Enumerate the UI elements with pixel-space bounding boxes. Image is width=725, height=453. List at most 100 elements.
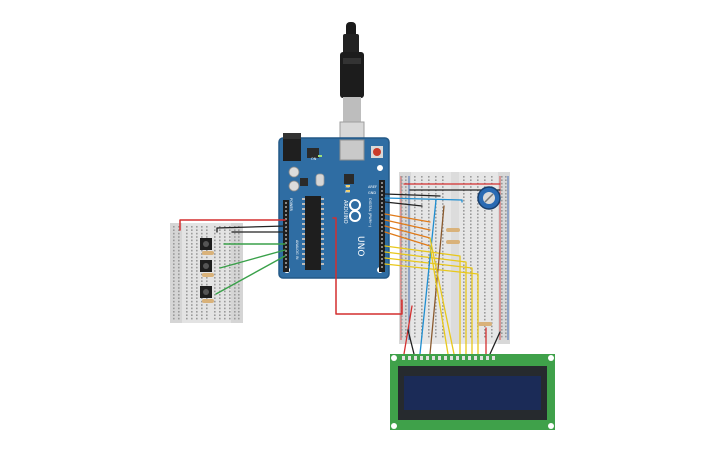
breadboard-hole xyxy=(214,317,216,320)
breadboard-hole xyxy=(186,263,188,265)
breadboard-hole xyxy=(501,176,503,178)
breadboard-hole xyxy=(405,264,407,266)
breadboard-hole xyxy=(238,270,240,272)
breadboard-hole xyxy=(484,213,486,215)
breadboard-hole xyxy=(219,311,221,313)
breadboard-hole xyxy=(173,249,175,252)
chip-pin xyxy=(302,213,305,215)
chip-pin xyxy=(321,203,324,205)
breadboard-hole xyxy=(470,179,472,181)
breadboard-hole xyxy=(428,257,430,260)
breadboard-hole xyxy=(501,250,503,253)
breadboard-hole xyxy=(435,271,437,273)
breadboard-hole xyxy=(173,226,175,228)
breadboard-hole xyxy=(477,254,479,256)
breadboard-hole xyxy=(435,233,437,236)
breadboard-hole xyxy=(491,308,493,311)
breadboard-hole xyxy=(463,329,465,331)
breadboard-hole xyxy=(224,290,226,293)
breadboard-hole xyxy=(401,335,403,338)
pushbutton-icon[interactable] xyxy=(200,238,212,250)
breadboard-hole xyxy=(196,263,198,265)
breadboard-hole xyxy=(428,281,430,283)
breadboard-hole xyxy=(405,220,407,222)
breadboard-hole xyxy=(191,317,193,320)
breadboard-hole xyxy=(435,308,437,311)
breadboard-hole xyxy=(421,250,423,253)
breadboard-hole xyxy=(219,294,221,296)
breadboard-hole xyxy=(505,291,507,294)
breadboard-hole xyxy=(421,230,423,232)
breadboard-hole xyxy=(214,256,216,259)
breadboard-hole xyxy=(401,182,403,185)
breadboard-hole xyxy=(191,249,193,252)
breadboard-hole xyxy=(219,304,221,306)
breadboard-hole xyxy=(442,261,444,263)
breadboard-hole xyxy=(442,274,444,277)
breadboard-hole xyxy=(428,176,430,178)
breadboard-hole xyxy=(191,273,193,276)
pushbutton-icon[interactable] xyxy=(200,260,212,272)
breadboard-hole xyxy=(224,253,226,255)
breadboard-hole xyxy=(173,253,175,255)
breadboard-hole xyxy=(484,210,486,212)
breadboard-hole xyxy=(470,244,472,246)
chip-pin xyxy=(321,223,324,225)
breadboard-hole xyxy=(477,227,479,229)
breadboard-hole xyxy=(435,325,437,328)
reset-button[interactable] xyxy=(373,148,381,156)
breadboard-hole xyxy=(219,249,221,252)
breadboard-hole xyxy=(238,232,240,235)
breadboard-hole xyxy=(505,254,507,256)
arduino-uno-board[interactable]: ARDUINO UNO POWER ANALOG IN DIGITAL (PWM… xyxy=(278,133,390,279)
breadboard-hole xyxy=(435,335,437,338)
breadboard-hole xyxy=(428,193,430,195)
breadboard-hole xyxy=(405,274,407,277)
breadboard-hole xyxy=(491,295,493,297)
breadboard-hole xyxy=(491,329,493,331)
breadboard-hole xyxy=(214,263,216,265)
breadboard-hole xyxy=(442,305,444,307)
breadboard-hole xyxy=(421,210,423,212)
breadboard-hole xyxy=(196,317,198,320)
breadboard-hole xyxy=(229,307,231,310)
breadboard-hole xyxy=(470,247,472,249)
breadboard-hole xyxy=(173,246,175,248)
potentiometer-icon[interactable] xyxy=(477,186,501,210)
header-pin xyxy=(381,238,383,240)
breadboard-hole xyxy=(491,240,493,243)
breadboard-hole xyxy=(173,307,175,310)
breadboard-hole xyxy=(442,233,444,236)
breadboard-hole xyxy=(501,244,503,246)
breadboard-hole xyxy=(186,277,188,279)
breadboard-hole xyxy=(173,236,175,238)
breadboard-hole xyxy=(219,270,221,272)
breadboard-hole xyxy=(401,261,403,263)
breadboard-hole xyxy=(421,301,423,304)
breadboard-hole xyxy=(477,186,479,188)
breadboard-hole xyxy=(414,203,416,205)
header-pin xyxy=(285,202,287,204)
breadboard-hole xyxy=(186,256,188,259)
breadboard-hole xyxy=(501,332,503,334)
breadboard-hole xyxy=(229,232,231,235)
breadboard-hole xyxy=(186,314,188,316)
breadboard-hole xyxy=(505,335,507,338)
breadboard-hole xyxy=(173,239,175,242)
lcd-16x2-icon[interactable] xyxy=(390,354,555,430)
breadboard-hole xyxy=(442,237,444,239)
breadboard-hole xyxy=(463,295,465,297)
pushbutton-icon[interactable] xyxy=(200,286,212,298)
breadboard-hole xyxy=(428,199,430,202)
breadboard-hole xyxy=(484,250,486,253)
breadboard-hole xyxy=(414,257,416,260)
breadboard-hole xyxy=(428,179,430,181)
header-pin xyxy=(381,266,383,268)
lcd-pin xyxy=(456,356,459,360)
breadboard-hole xyxy=(491,298,493,300)
breadboard-hole xyxy=(401,233,403,236)
breadboard-hole xyxy=(470,237,472,239)
breadboard-hole xyxy=(224,311,226,313)
breadboard-hole xyxy=(501,335,503,338)
breadboard-hole xyxy=(484,240,486,243)
